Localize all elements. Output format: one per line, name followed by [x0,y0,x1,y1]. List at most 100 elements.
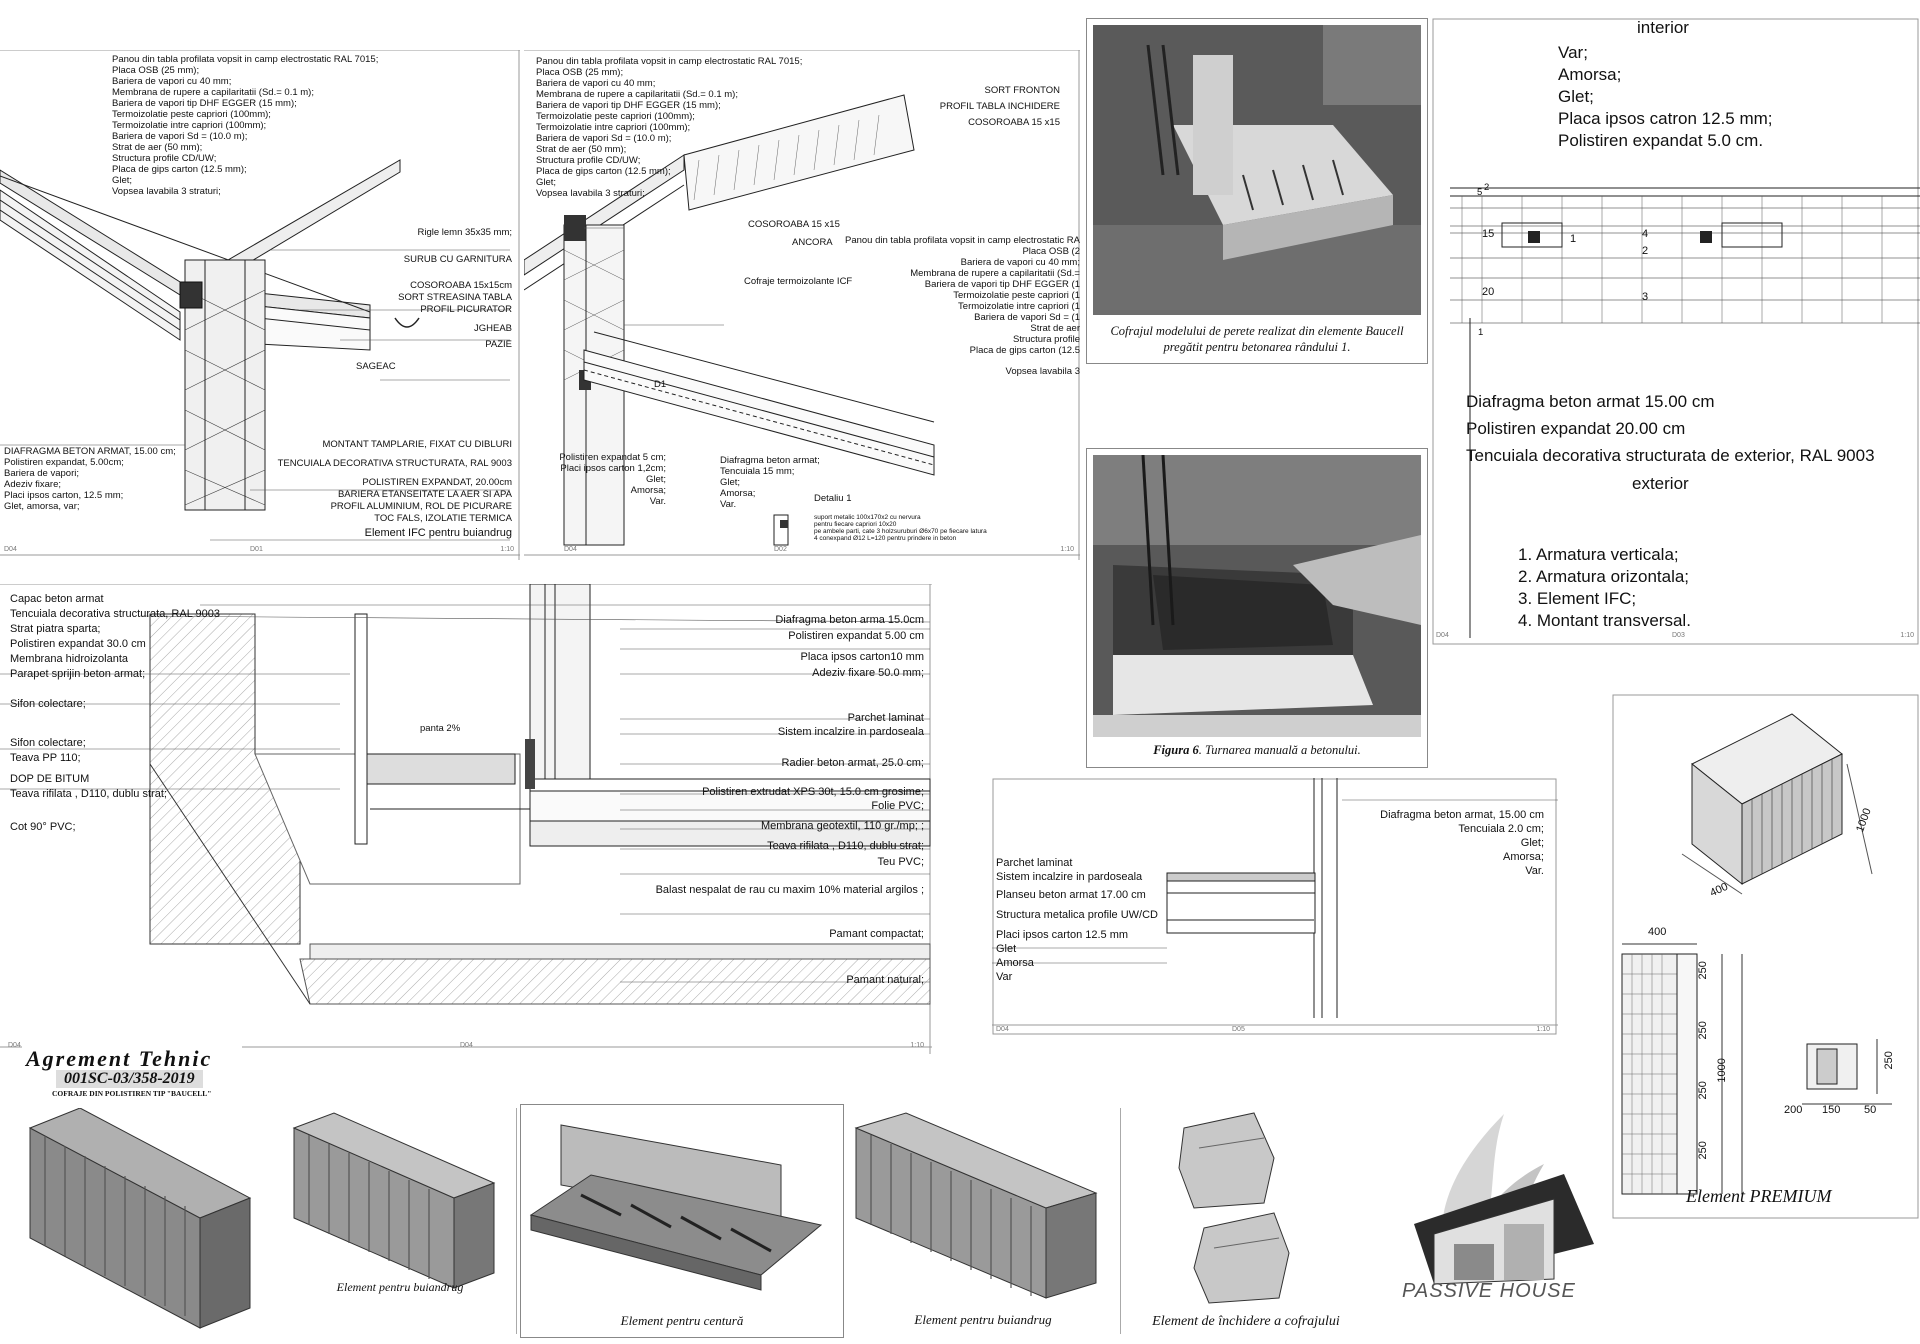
label-f-xps: Polistiren extrudat XPS 30t, 15.0 cm gro… [702,786,924,798]
sheet-code: D04 [8,1042,21,1049]
layer-text: Vopsea lavabila 3 [1005,366,1080,377]
label-f-diafragma: Diafragma beton arma 15.0cm [775,614,924,626]
element-inchidere-caption: Element de închidere a cofrajului [1152,1314,1340,1329]
layer-text: Cot 90° PVC; [10,821,76,833]
label-bariera: BARIERA ETANSEITATE LA AER SI APA [337,489,512,500]
label-f-balast: Balast nespalat de rau cu maxim 10% mate… [655,884,924,896]
dim-h4: 250 [1696,1141,1709,1160]
roof-eave-drawing [0,50,520,560]
foundation-drawing [0,584,932,1054]
exterior-layer-list: Diafragma beton armat 15.00 cm Polistire… [1466,388,1875,469]
layer-text: Glet; [536,177,557,188]
layer-text: Glet; [112,175,133,186]
note-text: pe ambele parti, cate 3 holzsuruburi Ø6x… [814,528,987,535]
layer-text: Var. [1525,865,1544,877]
label-f-incalzire: Sistem incalzire in pardoseala [777,726,924,738]
layer-text: Polistiren expandat 5.0 cm. [1558,131,1764,150]
passive-house-logo: PASSIVE HOUSE [1394,1104,1606,1312]
detail-floor-junction: Diafragma beton armat, 15.00 cm Tencuial… [992,778,1558,1036]
sheet-code: D04 [1436,632,1449,639]
agrement-title-block: Agrement Tehnic 001SC-03/358-2019 COFRAJ… [22,1046,242,1102]
photo-pouring [1093,455,1421,737]
layer-text: Bariera de vapori tip DHF EGGER (15 mm); [112,98,297,109]
layer-text: Membrana hidroizolanta [10,653,129,665]
gable-left-list: Polistiren expandat 5 cm; Placi ipsos ca… [526,452,666,507]
layer-text: Strat de aer (50 mm); [112,142,203,153]
caption-text: . Turnarea manuală a betonului. [1198,743,1361,757]
layer-text: Termoizolatie peste capriori (100mm); [536,111,695,122]
label-profil-al: PROFIL ALUMINIUM, ROL DE PICURARE [330,501,512,512]
sheet-code: D04 [996,1026,1009,1033]
layer-text: Polistiren expandat, 5.00cm; [4,457,124,468]
sheet-scale: 1:10 [1900,632,1914,639]
layer-text: Placa ipsos catron 12.5 mm; [1558,109,1773,128]
layer-text: Glet [996,943,1017,955]
layer-text: Bariera de vapori Sd = (10.0 m); [112,131,248,142]
label-tencuiala: TENCUIALA DECORATIVA STRUCTURATA, RAL 90… [277,458,512,469]
layer-text: Placa OSB (25 mm); [112,65,200,76]
layer-text: Termoizolatie peste capriori (1 [953,290,1080,301]
layer-text: Diafragma beton armat, 15.00 cm [1380,809,1544,821]
layer-text: Diafragma beton armat 15.00 cm [1466,392,1715,411]
dim-2: 2 [1484,182,1490,193]
sheet-scale: 1:10 [1060,546,1074,553]
layer-text: Sistem incalzire in pardoseala [996,871,1143,883]
detail-roof-eave: Panou din tabla profilata vopsit in camp… [0,50,520,560]
sheet-scale: 1:10 [500,546,514,553]
layer-text: Glet; [1558,87,1594,106]
layer-text: Vopsea lavabila 3 straturi; [112,186,221,197]
element-premium-panel: 1000 400 400 250 250 250 250 1000 250 20… [1612,694,1920,1220]
dim-end-h: 250 [1882,1051,1895,1070]
label-f-geotextil: Membrana geotextil, 110 gr./mp; ; [760,820,924,832]
dim-15: 15 [1482,228,1495,240]
label-f-polistiren: Polistiren expandat 5.00 cm [788,630,924,642]
label-surub: SURUB CU GARNITURA [403,254,512,265]
label-f-compactat: Pamant compactat; [829,928,924,940]
layer-text: Placa de gips carton (12.5 mm); [536,166,671,177]
label-element-ifc: Element IFC pentru buiandrug [364,527,512,539]
element-block-3: Element pentru centură [520,1104,844,1338]
layer-text: Diafragma beton armat; [720,455,820,466]
layer-text: Placa OSB (25 mm); [536,67,624,78]
label-exterior: exterior [1632,474,1689,493]
detail-wall-section: interior Var; Amorsa; Glet; Placa ipsos … [1432,18,1920,646]
element-premium-drawing [1612,694,1919,1219]
junction-left-list: Parchet laminat Sistem incalzire in pard… [996,856,1158,984]
label-f-teu: Teu PVC; [877,856,924,868]
caption-line: Cofrajul modelului de perete realizat di… [1110,324,1404,338]
layer-text: Capac beton armat [10,593,104,605]
house-logo-icon [1414,1114,1594,1285]
legend-item: 2. Armatura orizontala; [1518,567,1690,586]
passive-house-text: PASSIVE HOUSE [1402,1280,1576,1302]
gable-layer-list: Panou din tabla profilata vopsit in camp… [536,56,802,199]
element-buiandrug-caption: Element pentru buiandrug [336,1280,464,1294]
layer-text: Var. [720,499,737,510]
label-f-natural: Pamant natural; [846,974,924,986]
dim-end-b: 150 [1822,1104,1841,1116]
agrement-subtitle: COFRAJE DIN POLISTIREN TIP "BAUCELL" [52,1089,212,1098]
label-f-adeziv: Adeziv fixare 50.0 mm; [812,667,924,679]
layer-text: Bariera de vapori cu 40 mm; [112,76,232,87]
label-cosoroaba: COSOROABA 15 x15 [748,219,840,230]
layer-text: Placi ipsos carton 1,2cm; [560,463,666,474]
detail-notes: suport metalic 100x170x2 cu nervura pent… [814,514,987,542]
photo-pouring-card: Figura 6. Turnarea manuală a betonului. [1086,448,1428,768]
note-text: pentru fiecare capriori 10x20 [814,521,897,528]
layer-text: Teava rifilata , D110, dublu strat; [10,788,167,800]
layer-text: Structura profile [1012,334,1080,345]
photo-formwork-caption: Cofrajul modelului de perete realizat di… [1087,323,1427,355]
layer-text: Termoizolatie intre capriori (100mm); [536,122,691,133]
layer-text: Bariera de vapori Sd = (10.0 m); [536,133,672,144]
layer-text: Strat de aer [1030,323,1080,334]
layer-text: Polistiren expandat 5 cm; [559,452,666,463]
dim-1: 1 [1478,327,1484,338]
label-polistiren: POLISTIREN EXPANDAT, 20.00cm [362,477,512,488]
sheet-number: D05 [1232,1026,1245,1033]
dim-width-front: 400 [1648,926,1667,938]
layer-text: Adeziv fixare; [4,479,62,490]
label-cosoroaba: COSOROABA 15x15cm [410,280,512,291]
label-f-radier: Radier beton armat, 25.0 cm; [781,757,924,769]
caption-line: pregătit pentru betonarea rândului 1. [1163,340,1351,354]
layer-text: Polistiren expandat 30.0 cm [10,638,146,650]
photo-formwork-card: Cofrajul modelului de perete realizat di… [1086,18,1428,364]
